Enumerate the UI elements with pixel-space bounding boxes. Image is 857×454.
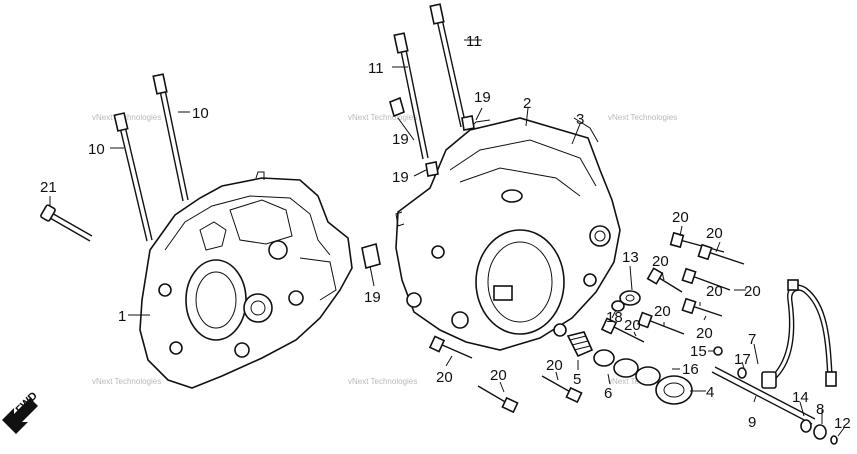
bolt-20-d (681, 267, 731, 291)
bolt-20-j (541, 375, 583, 404)
fwd-arrow: FWD (2, 390, 40, 434)
stud-bolt-10b (152, 73, 189, 202)
callout-labels: 1 2 3 4 5 6 7 8 9 10 10 11 11 12 13 14 1… (40, 33, 851, 432)
dowel-pin-19a (389, 96, 405, 118)
stud-bolt-10a (113, 112, 153, 242)
shaft-9 (711, 366, 816, 425)
collar-13 (619, 290, 641, 306)
stud-bolt-11a (393, 32, 429, 160)
watermark-5: vNext Technologies (608, 113, 677, 122)
watermark-2: vNext Technologies (92, 377, 161, 386)
callout-20-a: 20 (672, 209, 689, 226)
callout-20-h: 20 (436, 369, 453, 386)
callout-7: 7 (748, 331, 756, 348)
callout-10-upper: 10 (192, 105, 209, 122)
flange-bolt-21 (40, 204, 93, 242)
callout-20-f: 20 (654, 303, 671, 320)
callout-11-left: 11 (368, 60, 384, 77)
callout-18: 18 (606, 309, 623, 326)
callout-19-top: 19 (474, 89, 491, 106)
callout-20-c: 20 (652, 253, 669, 270)
callout-19-mid: 19 (392, 131, 409, 148)
callout-5: 5 (573, 371, 581, 388)
callout-20-e: 20 (706, 283, 723, 300)
seal-8 (813, 424, 827, 440)
callout-20-i: 20 (490, 367, 507, 384)
callout-6: 6 (604, 385, 612, 402)
callout-1: 1 (118, 308, 126, 325)
bolt-20-i (477, 385, 519, 414)
bolt-20-g (600, 317, 645, 343)
callout-11-right: 11 (466, 33, 482, 50)
bolt-20-c (646, 267, 683, 293)
callout-4: 4 (706, 384, 714, 401)
o-ring-16 (613, 358, 661, 386)
filter-cap-4 (655, 375, 693, 405)
spring-6 (593, 349, 615, 367)
nut-15 (713, 346, 723, 356)
callout-14: 14 (792, 389, 809, 406)
callout-21: 21 (40, 179, 57, 196)
washer-14 (800, 419, 812, 433)
callout-20-g: 20 (624, 317, 641, 334)
callout-17: 17 (734, 351, 751, 368)
callout-9: 9 (748, 414, 756, 431)
callout-20-d: 20 (744, 283, 761, 300)
callout-13: 13 (622, 249, 639, 266)
dowel-pin-19c (425, 161, 439, 177)
bolt-20-h (428, 335, 473, 359)
callout-20-j: 20 (546, 357, 563, 374)
oil-filter-5 (566, 331, 594, 358)
watermark-4: vNext Technologies (348, 377, 417, 386)
leader-lines (49, 39, 845, 437)
callout-10-lower: 10 (88, 141, 105, 158)
callout-19-bottom: 19 (364, 289, 381, 306)
seal-18 (611, 300, 625, 312)
callout-3: 3 (576, 111, 584, 128)
dowel-pin-19d (361, 242, 381, 270)
bolt-20-e (681, 297, 723, 317)
callout-12: 12 (834, 415, 851, 432)
stud-bolt-11b (429, 3, 467, 128)
tachometer-cable-7 (761, 279, 837, 389)
callout-16: 16 (682, 361, 699, 378)
washer-17 (737, 367, 747, 379)
watermark-1: vNext Technologies (92, 113, 161, 122)
bolt-20-f (637, 311, 685, 335)
clip-12 (830, 435, 838, 445)
callout-20-b: 20 (706, 225, 723, 242)
bolt-20-group (428, 231, 745, 414)
callout-19-lower: 19 (392, 169, 409, 186)
callout-20-k: 20 (696, 325, 713, 342)
dowel-pin-19b (461, 115, 475, 131)
watermark-3: vNext Technologies (348, 113, 417, 122)
callout-15: 15 (690, 343, 707, 360)
right-crankcase (395, 117, 621, 351)
callout-2: 2 (523, 95, 531, 112)
left-crankcase (139, 171, 353, 389)
bolt-20-b (697, 243, 745, 265)
callout-8: 8 (816, 401, 824, 418)
